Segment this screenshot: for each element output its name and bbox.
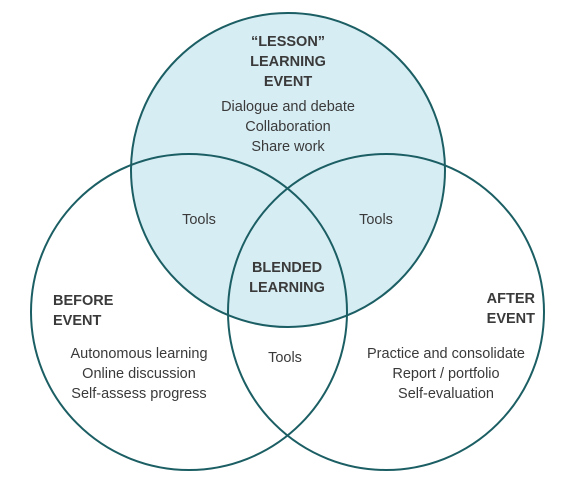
- lesson-item: Dialogue and debate: [221, 99, 355, 115]
- before-title-line-2: EVENT: [53, 313, 101, 329]
- lesson-item: Collaboration: [245, 119, 330, 135]
- lesson-title-line-2: LEARNING: [250, 54, 326, 70]
- overlap-lesson-after-label: Tools: [359, 212, 393, 228]
- before-item: Self-assess progress: [71, 386, 206, 402]
- lesson-title-line-1: “LESSON”: [251, 34, 325, 50]
- lesson-circle: [130, 12, 446, 328]
- after-title-line-1: AFTER: [487, 291, 536, 307]
- lesson-item: Share work: [251, 139, 325, 155]
- lesson-title-line-3: EVENT: [264, 74, 312, 90]
- before-circle: [30, 153, 348, 471]
- after-item: Self-evaluation: [398, 386, 494, 402]
- after-item: Report / portfolio: [392, 366, 499, 382]
- center-label-line-1: BLENDED: [252, 260, 322, 276]
- overlap-lesson-before-label: Tools: [182, 212, 216, 228]
- after-circle: [227, 153, 545, 471]
- after-title-line-2: EVENT: [487, 311, 535, 327]
- before-item: Online discussion: [82, 366, 196, 382]
- lesson-circle-fill: [131, 13, 445, 327]
- overlap-before-after-label: Tools: [268, 350, 302, 366]
- after-item: Practice and consolidate: [367, 346, 525, 362]
- before-item: Autonomous learning: [70, 346, 207, 362]
- center-label-line-2: LEARNING: [249, 280, 325, 296]
- before-title-line-1: BEFORE: [53, 293, 114, 309]
